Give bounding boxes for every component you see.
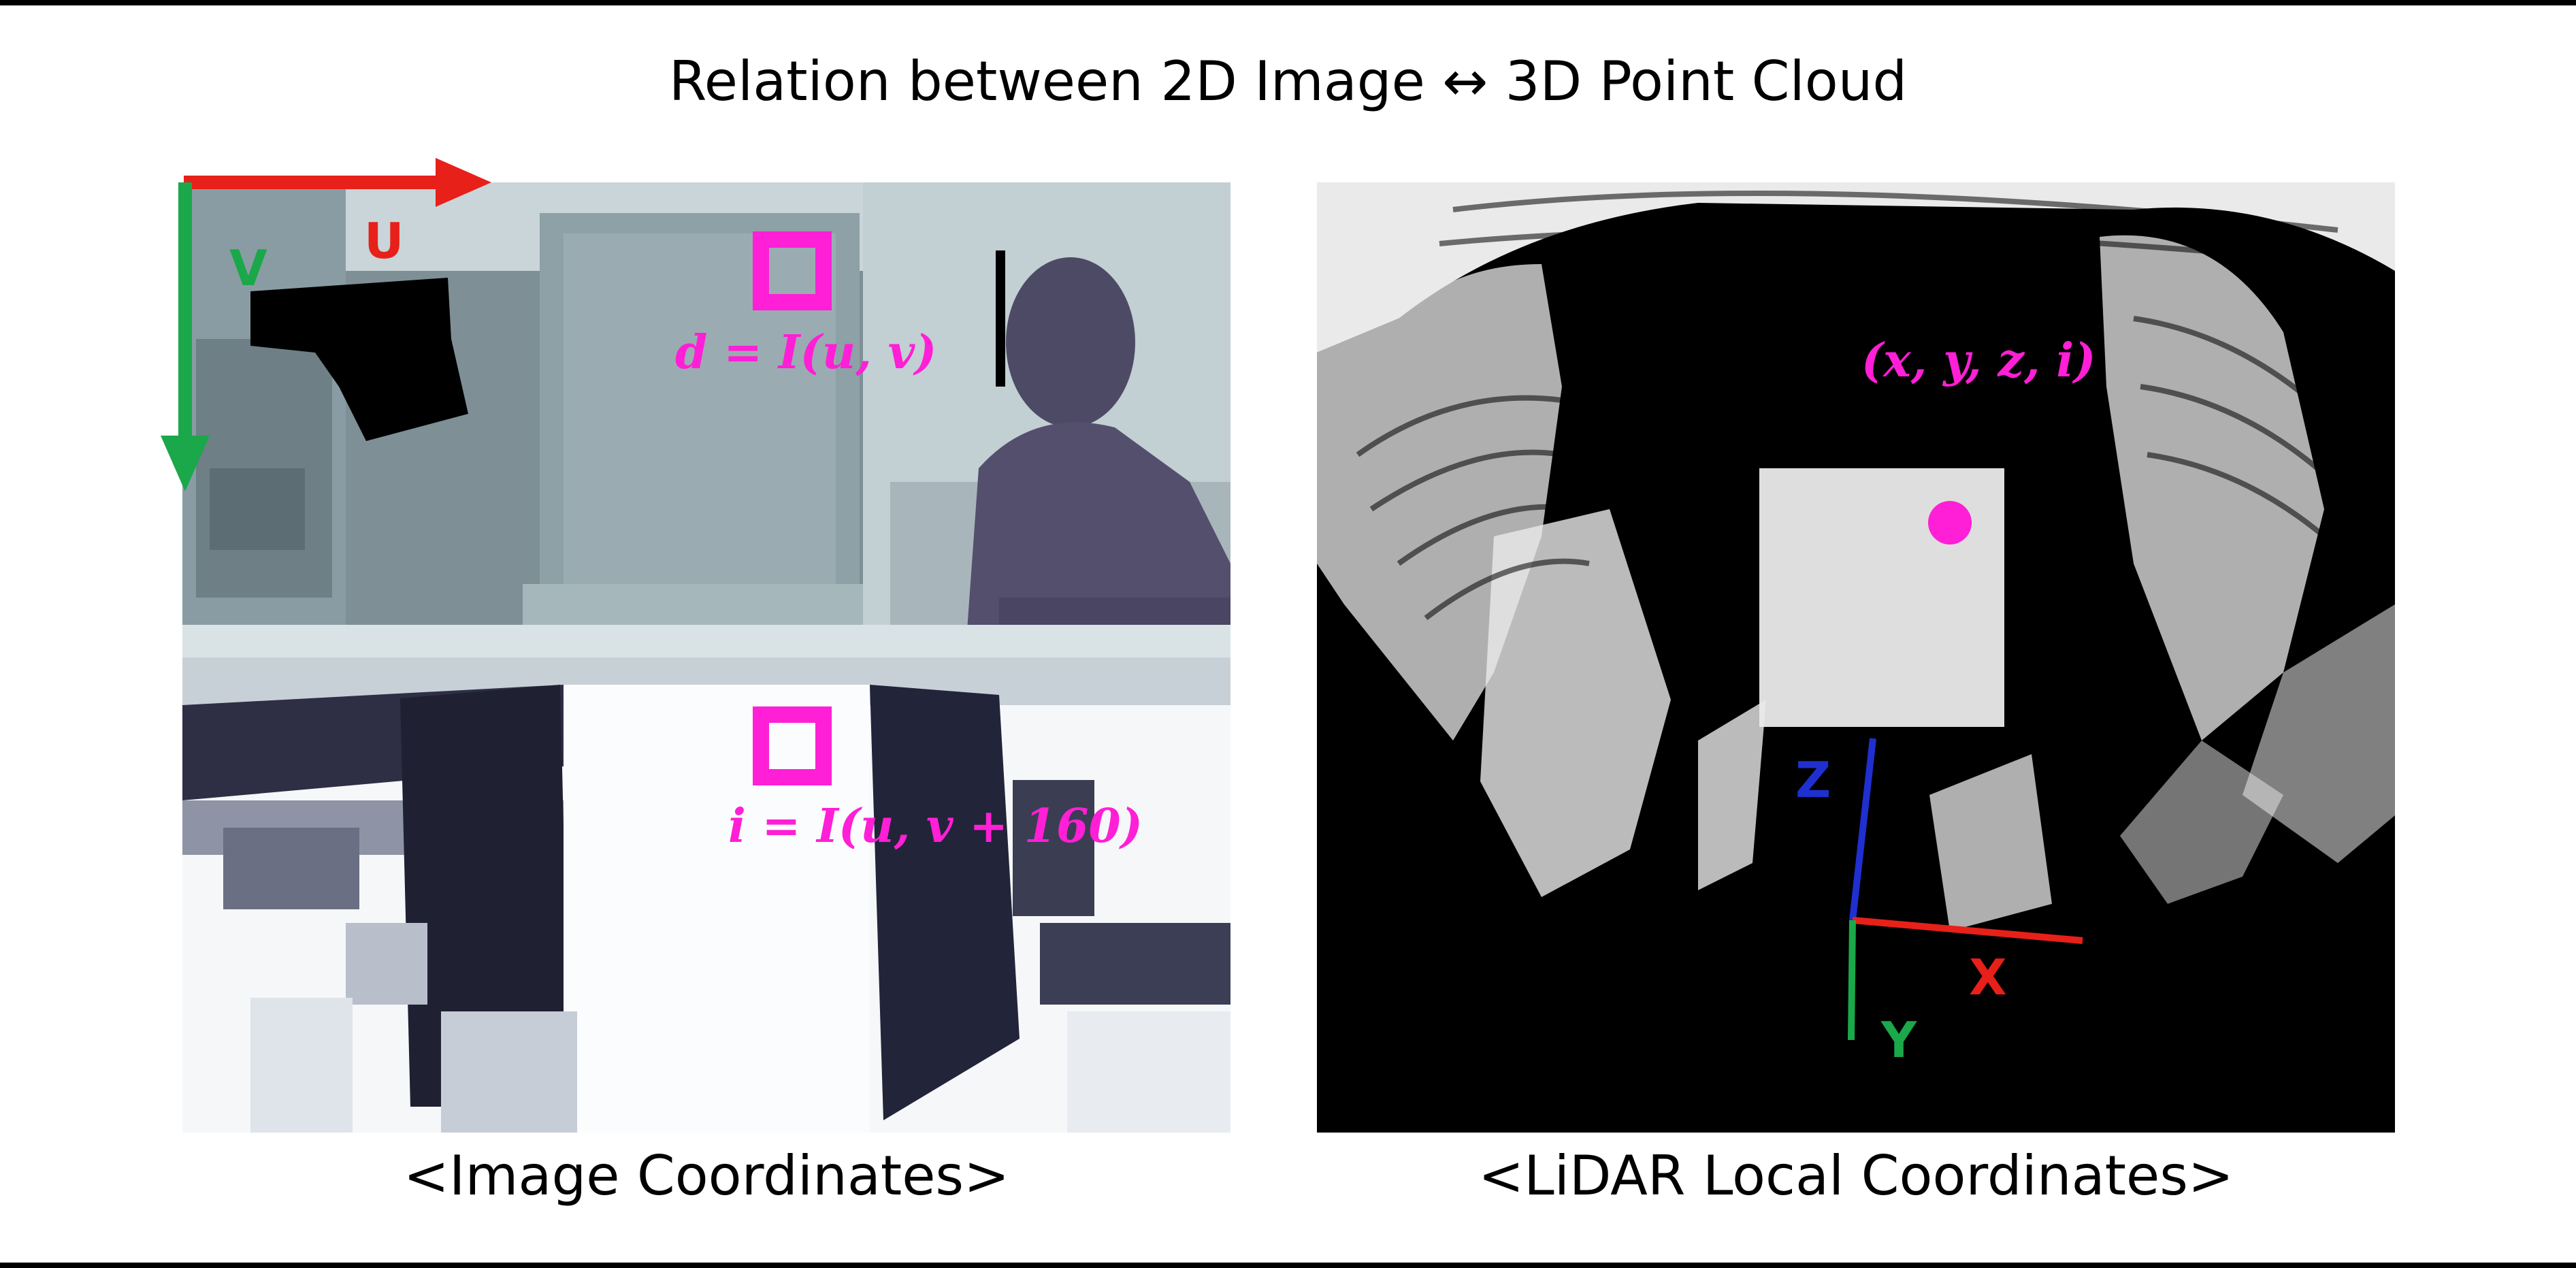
intensity-formula: i = I(u, v + 160) <box>728 799 1143 854</box>
v-axis-label: V <box>229 240 267 297</box>
lidar-point-cloud <box>1317 182 2395 1133</box>
lidar-coordinates-caption: <LiDAR Local Coordinates> <box>1478 1144 2234 1207</box>
top-rule <box>0 0 2576 5</box>
u-axis-label: U <box>364 212 404 270</box>
lidar-z-label: Z <box>1795 751 1831 809</box>
bottom-rule <box>0 1263 2576 1268</box>
depth-image <box>182 182 1230 657</box>
lidar-point-label: (x, y, z, i) <box>1861 334 2096 388</box>
lidar-y-label: Y <box>1881 1011 1917 1069</box>
depth-formula: d = I(u, v) <box>675 325 937 380</box>
image-coordinates-caption: <Image Coordinates> <box>403 1144 1010 1207</box>
lidar-x-label: X <box>1969 949 2007 1006</box>
intensity-image <box>182 657 1230 1133</box>
figure-title: Relation between 2D Image ↔ 3D Point Clo… <box>668 50 1908 113</box>
